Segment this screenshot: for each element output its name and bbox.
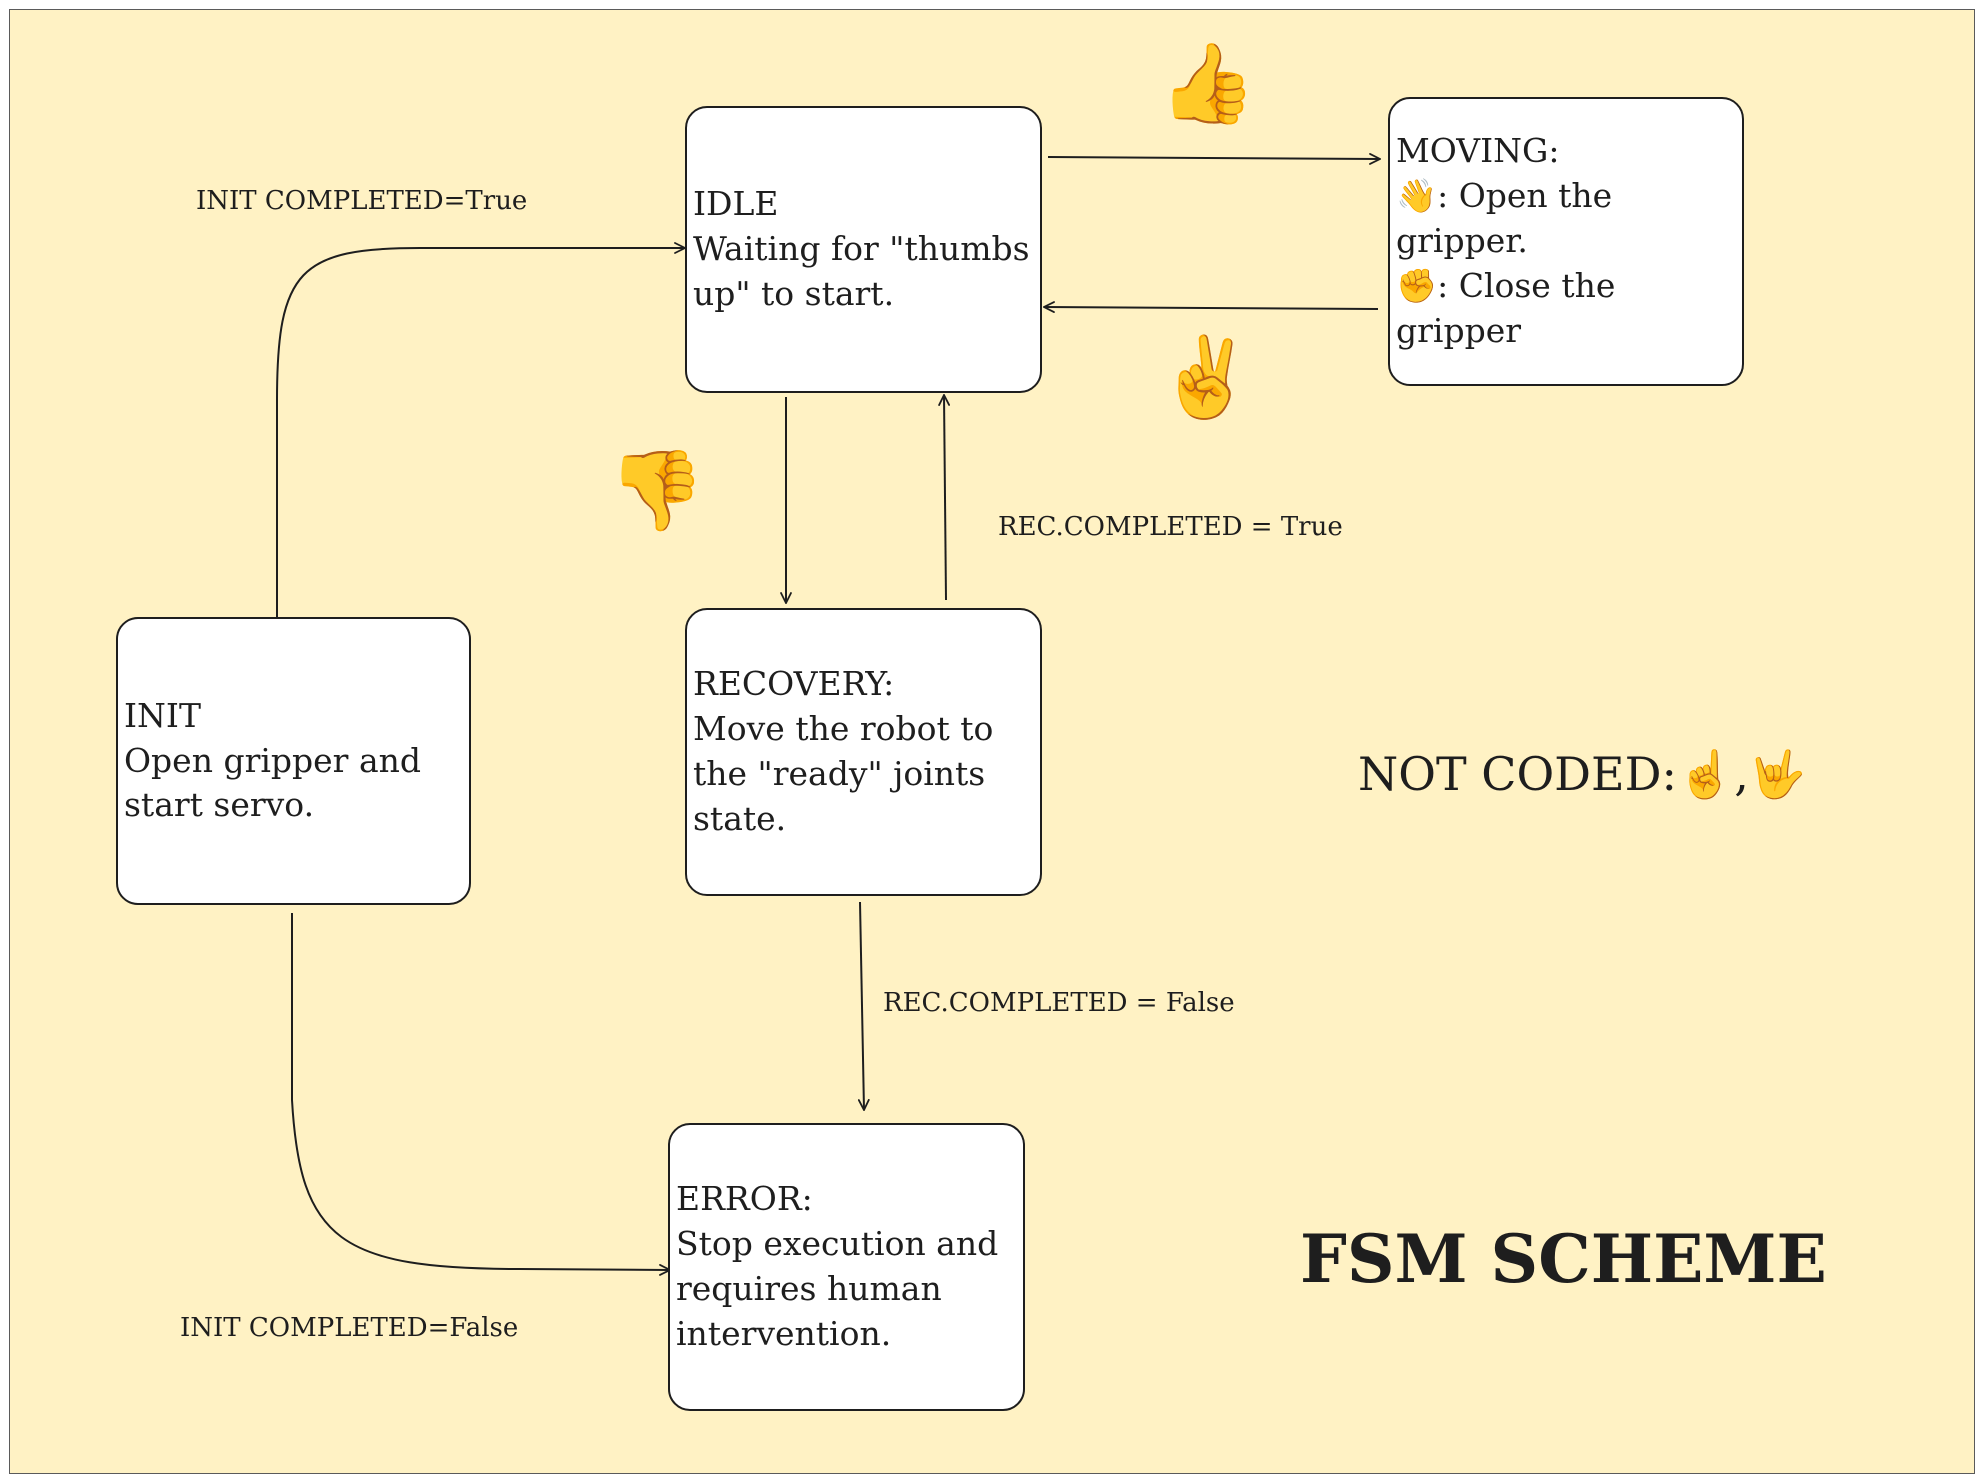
edge-label-rec-true: REC.COMPLETED = True (998, 512, 1343, 542)
state-error-description: Stop execution and requires human interv… (676, 1224, 999, 1353)
edge-label-init-false: INIT COMPLETED=False (180, 1313, 519, 1343)
state-moving: MOVING: 👋: Open the gripper. ✊: Close th… (1388, 97, 1744, 386)
diagram-title: FSM SCHEME (1300, 1220, 1827, 1298)
edge-label-init-true: INIT COMPLETED=True (196, 186, 528, 216)
thumbs-down-icon: 👎 (607, 445, 706, 536)
state-idle-title: IDLE (693, 184, 779, 224)
not-coded-note: NOT CODED:☝️,🤟 (1358, 747, 1807, 801)
state-recovery-title: RECOVERY: (693, 664, 895, 704)
state-moving-open-line: 👋: Open the gripper. (1396, 176, 1613, 261)
arrow-recovery-to-idle (944, 395, 946, 601)
peace-sign-icon: ✌️ (1156, 332, 1255, 423)
state-init: INIT Open gripper and start servo. (116, 617, 471, 905)
edge-label-rec-false: REC.COMPLETED = False (883, 988, 1235, 1018)
state-moving-title: MOVING: (1396, 131, 1560, 171)
state-idle-description: Waiting for "thumbs up" to start. (693, 229, 1030, 313)
arrow-init-to-error (291, 913, 670, 1270)
state-error: ERROR: Stop execution and requires human… (668, 1123, 1025, 1411)
arrow-recovery-to-error (860, 901, 864, 1110)
arrow-idle-to-moving (1047, 157, 1380, 159)
state-idle: IDLE Waiting for "thumbs up" to start. (685, 106, 1042, 393)
state-recovery-description: Move the robot to the "ready" joints sta… (693, 709, 994, 838)
state-recovery: RECOVERY: Move the robot to the "ready" … (685, 608, 1042, 896)
state-moving-close-line: ✊: Close the gripper (1396, 265, 1616, 350)
state-error-title: ERROR: (676, 1179, 813, 1219)
state-init-description: Open gripper and start servo. (124, 740, 421, 825)
thumbs-up-icon: 👍 (1158, 38, 1257, 129)
state-init-title: INIT (124, 695, 201, 735)
arrow-moving-to-idle (1044, 307, 1379, 309)
arrow-init-to-idle (276, 248, 685, 617)
